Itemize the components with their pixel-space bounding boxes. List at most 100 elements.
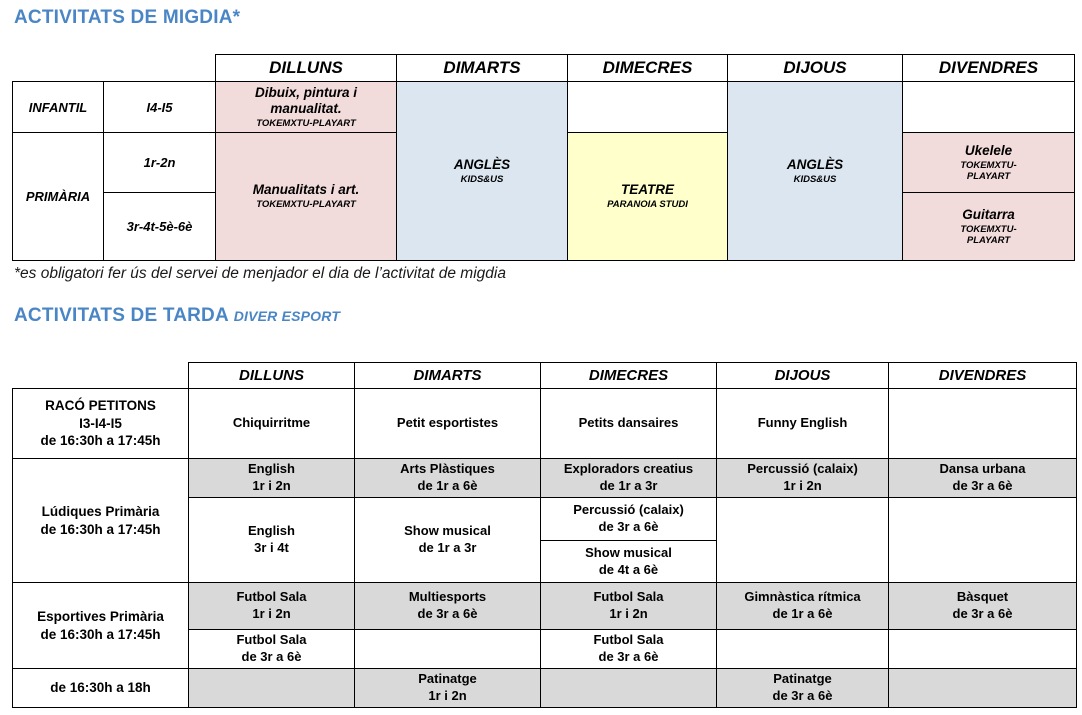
section-schedule: de 16:30h a 17:45h [40, 626, 161, 642]
tarda-cell-late-divendres-empty [888, 668, 1077, 708]
tarda-cell-esportives2-dilluns: Futbol Sala de 3r a 6è [188, 629, 355, 669]
tarda-cell-esportives1-dilluns: Futbol Sala 1r i 2n [188, 582, 355, 630]
activity-name: Percussió (calaix) [747, 461, 858, 477]
activity-name: ANGLÈS [786, 156, 844, 172]
migdia-cell-dilluns-infantil: Dibuix, pintura i manualitat. TOKEMXTU-P… [215, 81, 397, 133]
tarda-cell-esportives1-dijous: Gimnàstica rítmica de 1r a 6è [716, 582, 889, 630]
section-name: Lúdiques Primària [41, 503, 160, 519]
tarda-cell-ludiques1-dilluns: English 1r i 2n [188, 458, 355, 498]
activity-name: Arts Plàstiques [400, 461, 495, 477]
tarda-cell-late-dimarts: Patinatge 1r i 2n [354, 668, 541, 708]
activity-name: Manualitats i art. [252, 182, 360, 198]
page-title-tarda: ACTIVITATS DE TARDA DIVER ESPORT [14, 305, 340, 327]
section-schedule: de 16:30h a 17:45h [40, 521, 161, 537]
tarda-cell-late-dilluns-empty [188, 668, 355, 708]
section-label-late: de 16:30h a 18h [12, 668, 189, 708]
menjador-note: *es obligatori fer ús del servei de menj… [14, 265, 506, 282]
section-groups: I3-I4-I5 [79, 415, 122, 431]
activity-group: de 3r a 6è [598, 519, 659, 534]
activity-group: de 3r a 6è [952, 478, 1013, 493]
page-title-migdia: ACTIVITATS DE MIGDIA* [14, 7, 241, 28]
activity-group: de 1r a 6è [417, 478, 478, 493]
tarda-header-dimecres: DIMECRES [540, 362, 717, 389]
tarda-cell-raco-dijous: Funny English [716, 388, 889, 459]
activity-group: 1r i 2n [252, 606, 291, 621]
activity-name: Dansa urbana [939, 461, 1026, 477]
tarda-cell-esportives2-dimecres: Futbol Sala de 3r a 6è [540, 629, 717, 669]
activity-group: de 3r a 6è [241, 649, 302, 664]
tarda-cell-esportives1-divendres: Bàsquet de 3r a 6è [888, 582, 1077, 630]
migdia-cell-divendres-ukelele: Ukelele TOKEMXTU-PLAYART [902, 132, 1075, 193]
activity-provider: TOKEMXTU-PLAYART [960, 159, 1017, 183]
tarda-cell-esportives2-divendres-empty [888, 629, 1077, 669]
tarda-cell-raco-dimecres: Petits dansaires [540, 388, 717, 459]
tarda-row-late: de 16:30h a 18h Patinatge 1r i 2n Patina… [12, 668, 1077, 708]
group-label-i4-i5: I4-I5 [103, 81, 216, 133]
activity-group: 1r i 2n [428, 688, 467, 703]
tarda-row-raco-petitons: RACÓ PETITONS I3-I4-I5 de 16:30h a 17:45… [12, 388, 1077, 459]
tarda-header-dijous: DIJOUS [716, 362, 889, 389]
activity-group: de 3r a 6è [952, 606, 1013, 621]
activity-provider: KIDS&US [460, 173, 504, 185]
activity-group: de 3r a 6è [772, 688, 833, 703]
page-title-tarda-main: ACTIVITATS DE TARDA [14, 305, 229, 326]
migdia-cell-divendres-guitarra: Guitarra TOKEMXTU-PLAYART [902, 192, 1075, 261]
migdia-cell-dilluns-primaria: Manualitats i art. TOKEMXTU-PLAYART [215, 132, 397, 261]
tarda-row-ludiques-1: Lúdiques Primària de 16:30h a 17:45h Eng… [12, 458, 1077, 583]
stage-label-primaria: PRIMÀRIA [12, 132, 104, 261]
activity-name: Futbol Sala [236, 589, 307, 605]
section-label-ludiques: Lúdiques Primària de 16:30h a 17:45h [12, 458, 189, 583]
activity-name: Futbol Sala [236, 632, 307, 648]
migdia-header-dijous: DIJOUS [727, 54, 903, 82]
tarda-cell-ludiques1-dimecres: Exploradors creatius de 1r a 3r [540, 458, 717, 498]
tarda-cell-late-dimecres-empty [540, 668, 717, 708]
tarda-row-ludiques-2: English 3r i 4t Show musical de 1r a 3r … [13, 497, 1077, 583]
migdia-cell-dimecres-infantil-empty [567, 81, 728, 133]
tarda-cell-ludiques2-dilluns: English 3r i 4t [188, 497, 355, 583]
activity-group: 1r i 2n [783, 478, 822, 493]
activity-group: de 4t a 6è [598, 561, 659, 577]
tarda-cell-ludiques1-dimarts: Arts Plàstiques de 1r a 6è [354, 458, 541, 498]
migdia-header-corner [12, 54, 216, 82]
tarda-header-corner [12, 362, 189, 389]
activity-name: Bàsquet [956, 589, 1009, 605]
tarda-cell-esportives1-dimecres: Futbol Sala 1r i 2n [540, 582, 717, 630]
activity-group: de 3r a 6è [417, 606, 478, 621]
activity-provider: KIDS&US [793, 173, 837, 185]
activity-name: Gimnàstica rítmica [744, 589, 861, 605]
activity-name: Patinatge [418, 671, 477, 687]
group-label-3r-4t-5e-6e: 3r-4t-5è-6è [103, 192, 216, 261]
activity-provider: TOKEMXTU-PLAYART [256, 117, 356, 129]
migdia-row-primaria-3r-6e: 3r-4t-5è-6è Guitarra TOKEMXTU-PLAYART [13, 192, 1075, 261]
tarda-row-esportives-1: Esportives Primària de 16:30h a 17:45h F… [12, 582, 1077, 669]
tarda-row-esportives-2: Futbol Sala de 3r a 6è Futbol Sala de 3r… [13, 629, 1077, 669]
activity-name: English [248, 523, 295, 539]
group-label-1r-2n: 1r-2n [103, 132, 216, 193]
migdia-row-infantil: INFANTIL I4-I5 Dibuix, pintura i manuali… [12, 81, 1075, 261]
section-schedule: de 16:30h a 17:45h [40, 433, 161, 449]
activity-group: de 1r a 3r [418, 540, 477, 555]
tarda-cell-esportives2-dimarts-empty [354, 629, 541, 669]
activity-provider: TOKEMXTU-PLAYART [256, 199, 356, 211]
migdia-cell-dimecres-teatre: TEATRE PARANOIA STUDI [567, 132, 728, 261]
migdia-header-divendres: DIVENDRES [902, 54, 1075, 82]
tarda-cell-ludiques3-dimecres: Show musical de 4t a 6è [540, 540, 717, 583]
migdia-cell-divendres-infantil-empty [902, 81, 1075, 133]
tarda-cell-ludiques1-dijous: Percussió (calaix) 1r i 2n [716, 458, 889, 498]
tarda-row-ludiques-3: Show musical de 4t a 6è [13, 540, 1077, 583]
page-title-tarda-suffix: DIVER ESPORT [233, 308, 341, 324]
activity-name: Futbol Sala [593, 632, 664, 648]
activity-group: 3r i 4t [254, 540, 289, 555]
activity-name: English [248, 461, 295, 477]
tarda-cell-late-dijous: Patinatge de 3r a 6è [716, 668, 889, 708]
migdia-header-dilluns: DILLUNS [215, 54, 397, 82]
activity-name: TEATRE [621, 182, 674, 198]
activity-name: Percussió (calaix) [573, 502, 684, 518]
tarda-table: DILLUNS DIMARTS DIMECRES DIJOUS DIVENDRE… [12, 362, 1077, 708]
tarda-header-dilluns: DILLUNS [188, 362, 355, 389]
activity-name: Show musical [404, 523, 491, 539]
activity-name: Dibuix, pintura i manualitat. [254, 84, 357, 116]
migdia-header-dimecres: DIMECRES [567, 54, 728, 82]
tarda-cell-ludiques1-divendres: Dansa urbana de 3r a 6è [888, 458, 1077, 498]
tarda-cell-raco-dilluns: Chiquirritme [188, 388, 355, 459]
